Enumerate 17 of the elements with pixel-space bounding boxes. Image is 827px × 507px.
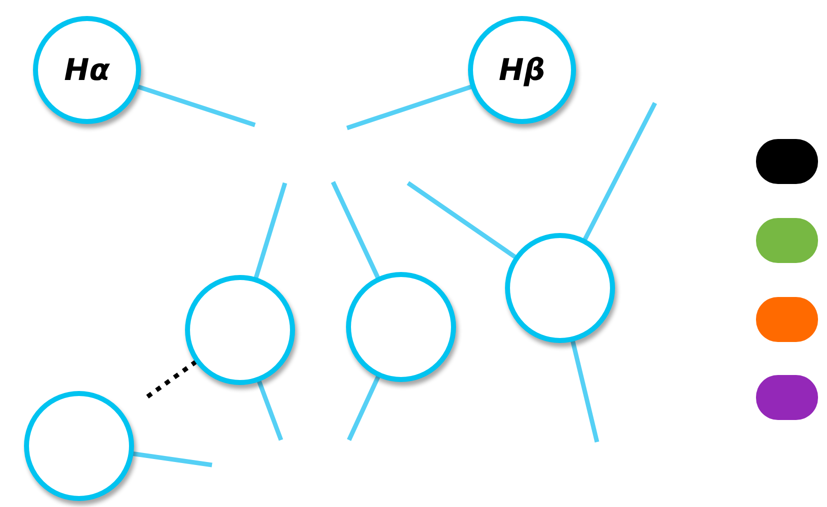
circle-node <box>505 233 615 343</box>
node-label: Hα <box>64 52 110 88</box>
node-label: Hβ <box>498 52 546 88</box>
pill-shape <box>756 139 818 184</box>
pill-shape <box>756 297 818 342</box>
pill-shape <box>756 375 818 420</box>
connector-line <box>346 375 380 441</box>
connector-line <box>346 84 472 130</box>
connector-line <box>570 340 600 443</box>
connector-line <box>136 84 256 128</box>
connector-line <box>406 181 517 260</box>
connector-line <box>330 181 380 280</box>
connector-line <box>256 380 284 441</box>
pill-shape <box>756 218 818 263</box>
connector-line <box>254 182 288 280</box>
connector-line <box>132 451 212 468</box>
connector-line <box>582 102 657 241</box>
